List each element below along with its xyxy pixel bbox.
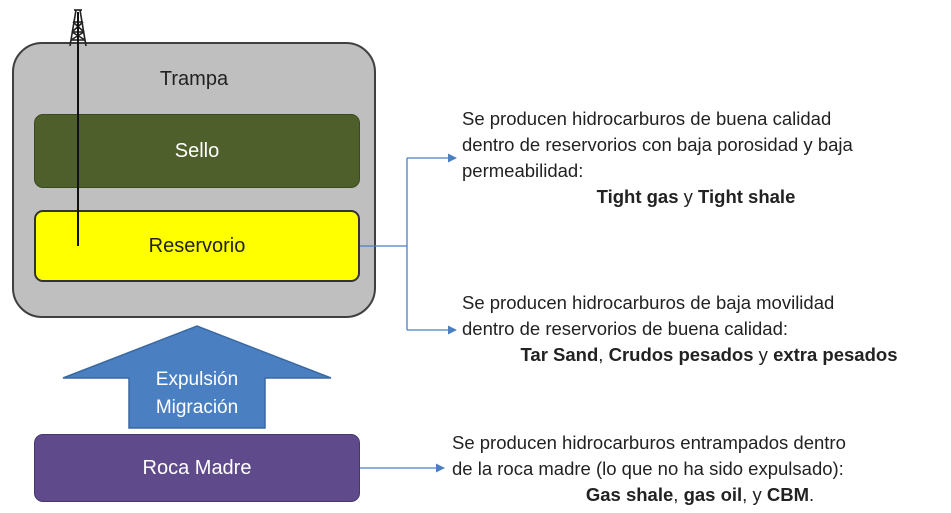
- heavy-examples: Tar Sand, Crudos pesados y extra pesados: [468, 342, 950, 368]
- tight-examples: Tight gas y Tight shale: [442, 184, 950, 210]
- tight-line-3: permeabilidad:: [462, 160, 584, 181]
- gas-oil-term: gas oil: [683, 484, 743, 505]
- tight-shale-term: Tight shale: [698, 186, 796, 207]
- shale-examples: Gas shale, gas oil, y CBM.: [452, 482, 948, 508]
- migration-line-1: Expulsión: [155, 369, 239, 390]
- tight-line-1: Se producen hidrocarburos de buena calid…: [462, 108, 832, 129]
- heavy-line-2: dentro de reservorios de buena calidad:: [462, 318, 789, 339]
- heavy-crude-term: Crudos pesados: [608, 344, 754, 365]
- heavy-sep-2: y: [753, 344, 774, 365]
- tight-sep-1: y: [678, 186, 699, 207]
- trap-label: Trampa: [159, 68, 229, 90]
- shale-sep-1: ,: [673, 484, 684, 505]
- seal-label: Sello: [174, 139, 220, 162]
- shale-description: Se producen hidrocarburos entrampados de…: [452, 430, 948, 508]
- heavy-sep-1: ,: [598, 344, 609, 365]
- migration-line-2: Migración: [155, 397, 239, 418]
- heavy-line-1: Se producen hidrocarburos de baja movili…: [462, 292, 835, 313]
- reservoir-layer: Reservorio: [34, 210, 360, 282]
- tar-sand-term: Tar Sand: [520, 344, 599, 365]
- shale-sep-3: .: [808, 484, 815, 505]
- shale-line-1: Se producen hidrocarburos entrampados de…: [452, 432, 846, 453]
- tight-line-2: dentro de reservorios con baja porosidad…: [462, 134, 853, 155]
- tight-gas-term: Tight gas: [596, 186, 679, 207]
- migration-arrow: [62, 325, 332, 429]
- shale-sep-2: , y: [742, 484, 767, 505]
- source-rock-label: Roca Madre: [142, 456, 252, 479]
- reservoir-label: Reservorio: [148, 234, 246, 257]
- shale-line-2: de la roca madre (lo que no ha sido expu…: [452, 458, 844, 479]
- migration-label: Expulsión Migración: [130, 366, 264, 422]
- source-rock-layer: Roca Madre: [34, 434, 360, 502]
- reservoir-connector: [360, 153, 457, 335]
- tight-description: Se producen hidrocarburos de buena calid…: [462, 106, 950, 210]
- seal-layer: Sello: [34, 114, 360, 188]
- extra-heavy-term: extra pesados: [773, 344, 898, 365]
- gas-shale-term: Gas shale: [585, 484, 674, 505]
- heavy-description: Se producen hidrocarburos de baja movili…: [462, 290, 950, 368]
- cbm-term: CBM: [766, 484, 809, 505]
